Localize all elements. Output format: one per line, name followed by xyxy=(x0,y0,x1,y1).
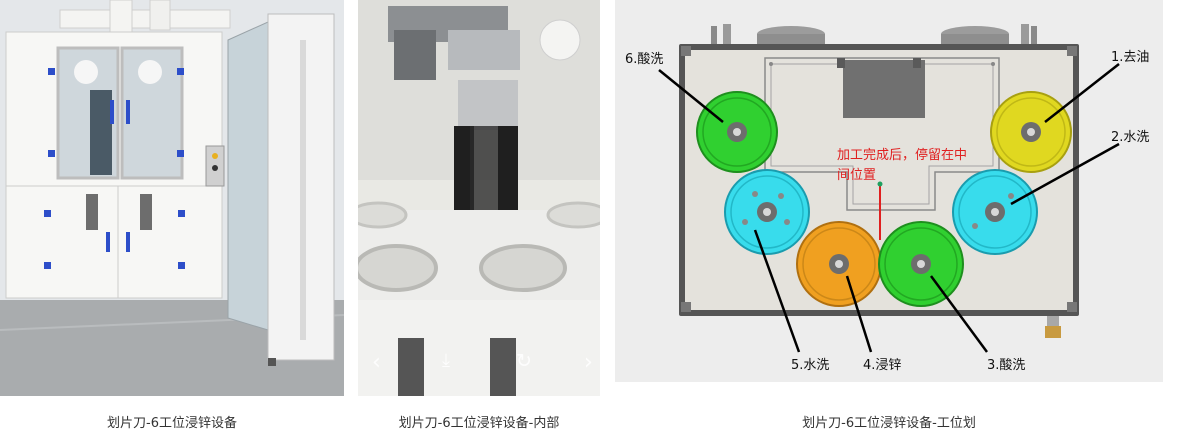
equipment-photo xyxy=(0,0,344,396)
note-line-1: 加工完成后，停留在中 xyxy=(837,148,968,163)
station-6-tank xyxy=(696,91,778,173)
station-5-tank xyxy=(724,169,810,255)
rotate-icon[interactable]: ↻ xyxy=(516,350,532,372)
stations-caption: 划片刀-6工位浸锌设备-工位划 xyxy=(802,416,976,431)
interior-caption: 划片刀-6工位浸锌设备-内部 xyxy=(398,416,560,431)
station-6-label: 6.酸洗 xyxy=(625,52,664,67)
interior-photo: ‹ ⤓ ↻ › xyxy=(358,0,600,396)
equipment-illustration xyxy=(0,0,344,396)
station-1-tank xyxy=(990,91,1072,173)
interior-illustration xyxy=(358,0,600,396)
station-3-tank xyxy=(878,221,964,307)
park-position-note: 加工完成后，停留在中 间位置 xyxy=(837,146,967,186)
station-1-label: 1.去油 xyxy=(1111,50,1150,65)
station-3-label: 3.酸洗 xyxy=(987,358,1026,373)
equipment-caption: 划片刀-6工位浸锌设备 xyxy=(107,416,237,431)
station-4-tank xyxy=(796,221,882,307)
station-diagram-svg xyxy=(658,24,1120,353)
station-2-tank xyxy=(952,169,1038,255)
station-2-label: 2.水洗 xyxy=(1111,130,1150,145)
prev-arrow-icon[interactable]: ‹ xyxy=(372,350,381,375)
download-icon[interactable]: ⤓ xyxy=(442,350,450,371)
note-line-2: 间位置 xyxy=(837,168,877,183)
next-arrow-icon[interactable]: › xyxy=(584,350,593,375)
station-4-label: 4.浸锌 xyxy=(863,358,902,373)
station-diagram: 6.酸洗 1.去油 2.水洗 5.水洗 4.浸锌 3.酸洗 加工完成后，停留在中… xyxy=(615,0,1163,382)
station-5-label: 5.水洗 xyxy=(791,358,830,373)
